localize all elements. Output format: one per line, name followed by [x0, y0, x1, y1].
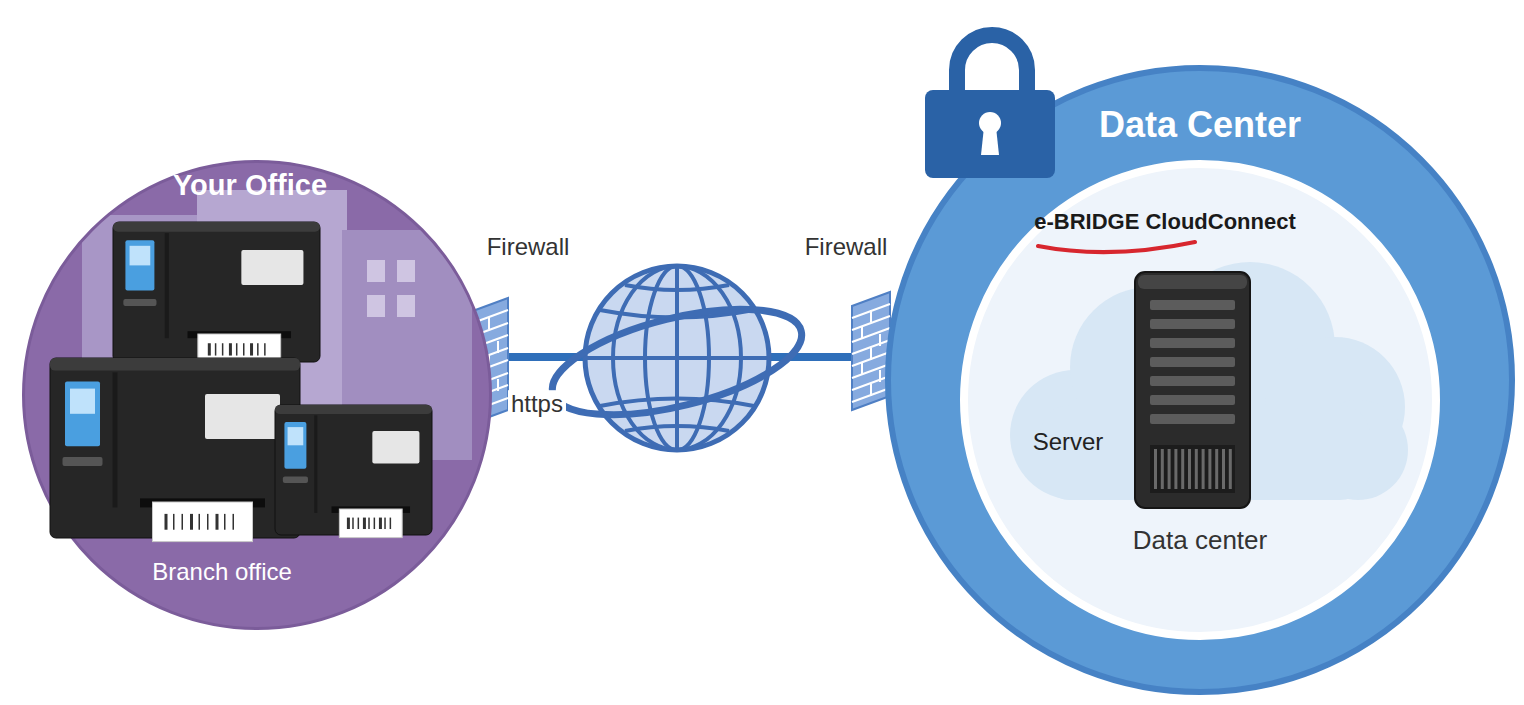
datacenter-circle: Data Center e-BRIDGE CloudConnectData cen… [885, 65, 1515, 695]
product-logo: e-BRIDGE CloudConnect [1034, 209, 1296, 234]
printer-icon [113, 222, 320, 365]
printer-icon [50, 358, 300, 542]
firewall-label: Firewall [487, 233, 570, 261]
server-cloud-outline [1000, 255, 1410, 510]
cloudconnect-circle: e-BRIDGE CloudConnectData center Server [960, 160, 1440, 640]
datacenter-title: Data Center [1099, 104, 1301, 145]
office-circle: Your OfficeBranch office [22, 160, 492, 630]
server-icon [1135, 272, 1250, 508]
printer-icon [275, 405, 432, 538]
office-title: Your Office [173, 169, 327, 202]
logo-swoosh [1038, 242, 1195, 252]
globe-icon [542, 266, 812, 450]
office-subtitle: Branch office [152, 558, 292, 586]
padlock-icon [925, 35, 1055, 178]
firewall-icon [852, 292, 890, 410]
server-cloud: Server [1000, 255, 1410, 510]
firewall-label: Firewall [805, 233, 888, 261]
protocol-label: https [508, 390, 566, 418]
network-connector [489, 357, 886, 358]
server-label: Server [1033, 428, 1104, 456]
datacenter-caption: Data center [1133, 526, 1267, 556]
